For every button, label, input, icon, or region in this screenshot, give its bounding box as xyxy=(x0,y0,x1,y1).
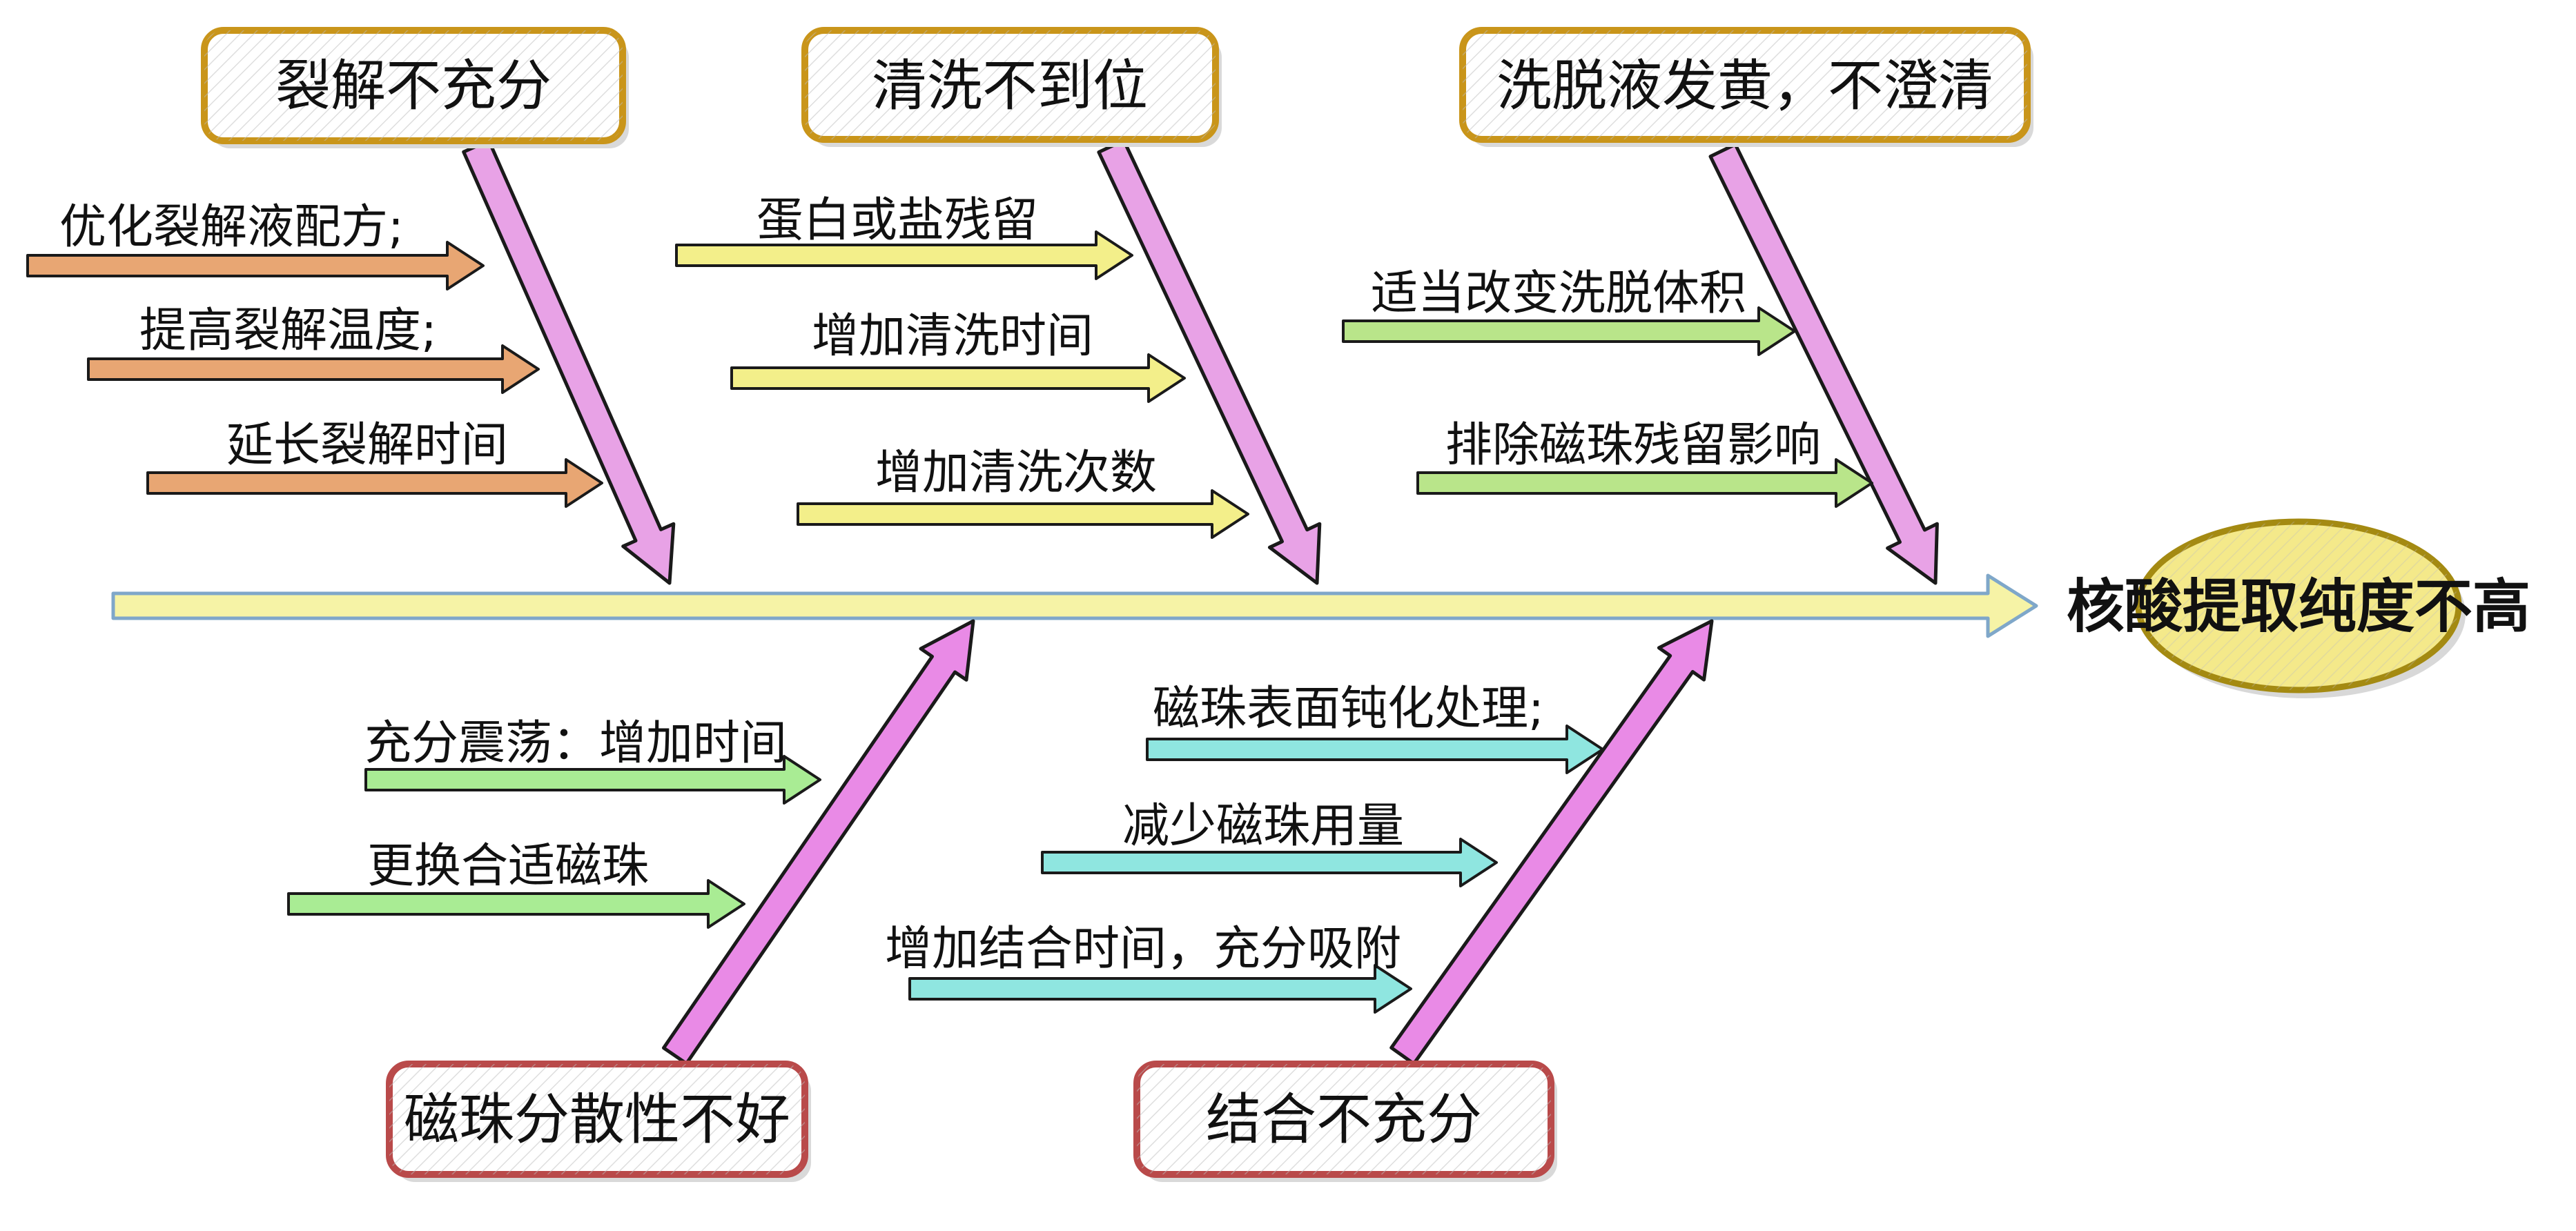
category-box: 清洗不到位 xyxy=(801,27,1222,147)
category-label: 磁珠分散性不好 xyxy=(404,1087,790,1152)
cause-item: 排除磁珠残留影响 xyxy=(1416,418,1873,508)
cause-label: 增加清洗时间 xyxy=(812,309,1093,364)
category-box: 磁珠分散性不好 xyxy=(386,1061,811,1182)
cause-label: 更换合适磁珠 xyxy=(367,839,649,894)
category-lysis-insufficient: 裂解不充分 优化裂解液配方; 提高裂解温度; 延长裂解时间 xyxy=(26,27,676,585)
category-eluate-yellow: 洗脱液发黄，不澄清 适当改变洗脱体积 排除磁珠残留影响 xyxy=(1342,27,2033,585)
cause-item: 增加清洗时间 xyxy=(730,309,1186,403)
cause-label: 充分震荡：增加时间 xyxy=(364,716,787,771)
cause-item: 更换合适磁珠 xyxy=(287,839,745,929)
cause-item: 延长裂解时间 xyxy=(146,418,603,508)
category-label: 清洗不到位 xyxy=(872,54,1148,118)
cause-item: 优化裂解液配方; xyxy=(26,200,485,290)
category-label: 结合不充分 xyxy=(1206,1087,1482,1152)
category-bone xyxy=(1708,142,1939,585)
category-washing-inadequate: 清洗不到位 蛋白或盐残留 增加清洗时间 增加清洗次数 xyxy=(675,27,1322,585)
cause-label: 增加结合时间，充分吸附 xyxy=(885,922,1401,976)
category-bone xyxy=(462,139,676,585)
cause-label: 延长裂解时间 xyxy=(226,418,508,473)
cause-item: 提高裂解温度; xyxy=(87,304,540,394)
cause-label: 排除磁珠残留影响 xyxy=(1445,418,1821,473)
cause-item: 蛋白或盐残留 xyxy=(675,193,1133,280)
category-label: 洗脱液发黄，不澄清 xyxy=(1496,54,1993,118)
category-bone xyxy=(662,619,975,1065)
cause-item: 适当改变洗脱体积 xyxy=(1342,266,1796,356)
category-label: 裂解不充分 xyxy=(275,54,552,118)
cause-label: 优化裂解液配方; xyxy=(59,200,404,255)
head-label: 核酸提取纯度不高 xyxy=(2067,573,2530,640)
cause-item: 增加结合时间，充分吸附 xyxy=(885,922,1412,1014)
cause-label: 提高裂解温度; xyxy=(139,304,437,358)
cause-label: 增加清洗次数 xyxy=(875,446,1157,500)
category-bone xyxy=(1389,619,1714,1066)
head-node: 核酸提取纯度不高 xyxy=(2067,518,2530,698)
category-bone xyxy=(1097,139,1322,585)
category-bead-dispersion: 磁珠分散性不好 充分震荡：增加时间 更换合适磁珠 xyxy=(287,619,975,1182)
category-box: 洗脱液发黄，不澄清 xyxy=(1459,27,2033,147)
category-box: 结合不充分 xyxy=(1133,1061,1557,1182)
cause-item: 减少磁珠用量 xyxy=(1041,799,1498,887)
cause-item: 充分震荡：增加时间 xyxy=(364,716,821,805)
category-binding-insufficient: 结合不充分 磁珠表面钝化处理; 减少磁珠用量 增加结合时间，充分吸附 xyxy=(885,619,1714,1182)
cause-label: 适当改变洗脱体积 xyxy=(1371,266,1746,321)
spine-arrow xyxy=(111,573,2038,638)
cause-label: 磁珠表面钝化处理; xyxy=(1153,682,1544,736)
cause-label: 减少磁珠用量 xyxy=(1122,799,1404,854)
cause-item: 磁珠表面钝化处理; xyxy=(1146,682,1604,774)
category-box: 裂解不充分 xyxy=(201,27,629,148)
cause-item: 增加清洗次数 xyxy=(797,446,1249,539)
cause-label: 蛋白或盐残留 xyxy=(757,193,1038,248)
